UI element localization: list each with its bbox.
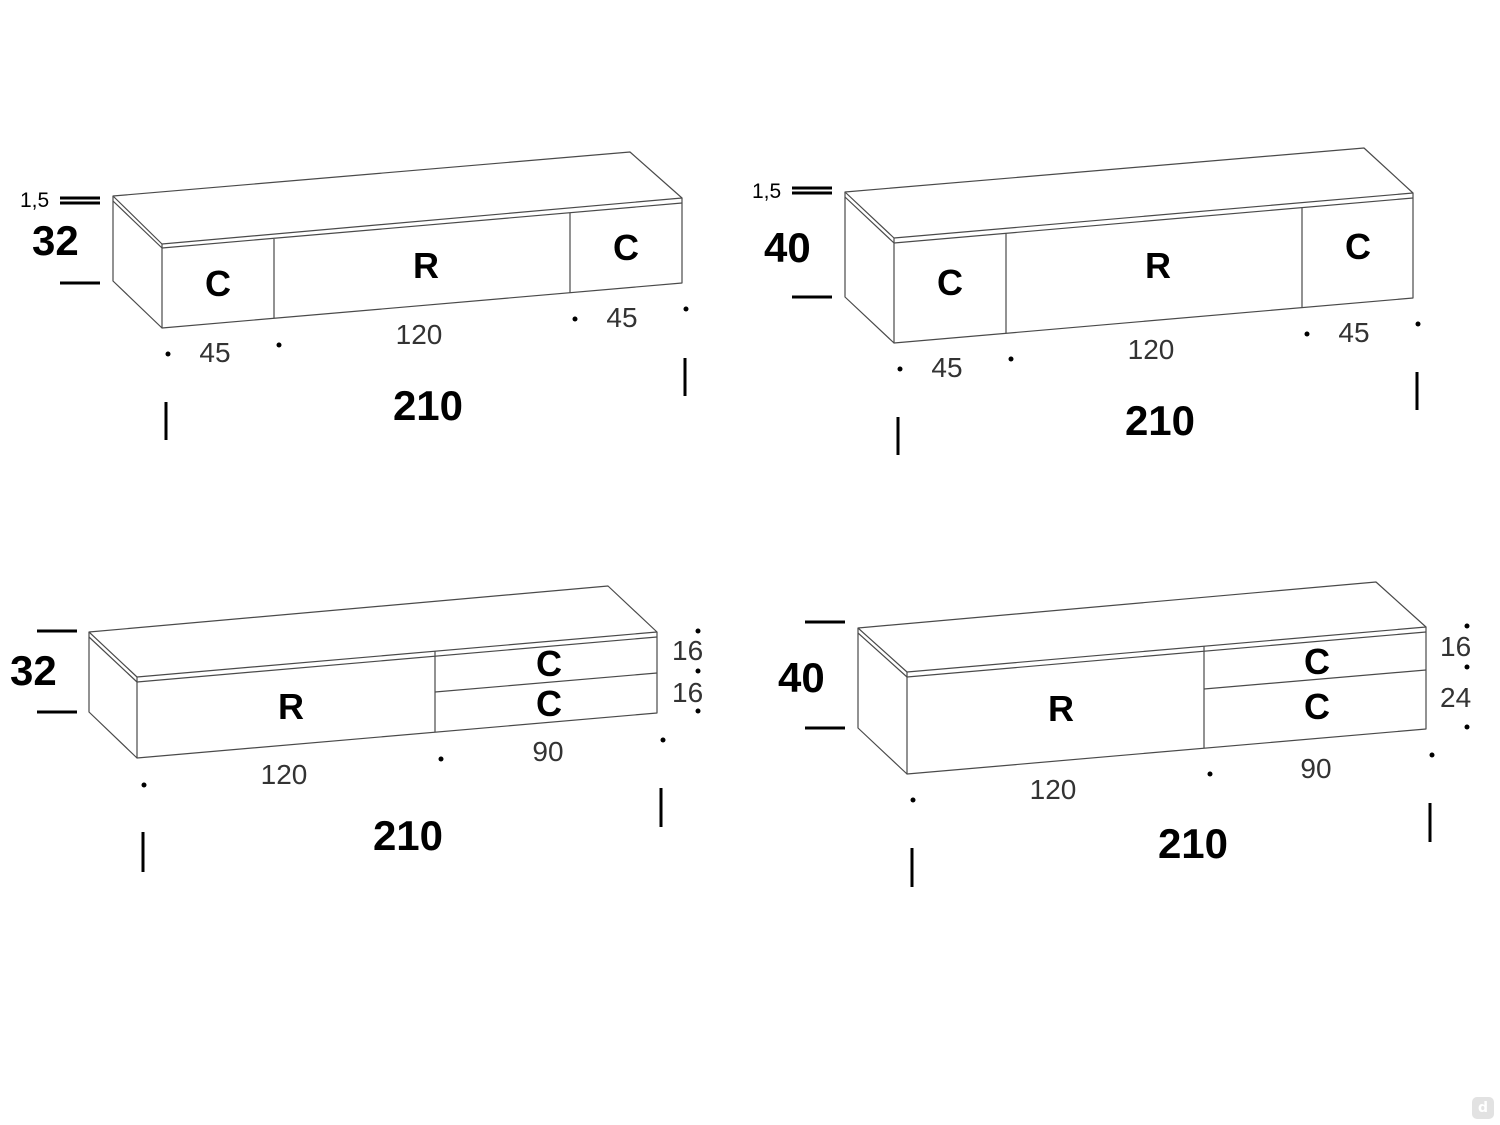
total-width-label: 210 bbox=[373, 812, 443, 859]
height-label: 40 bbox=[778, 654, 825, 701]
dimension-dot bbox=[1207, 771, 1213, 777]
cabinet-outline bbox=[88, 585, 658, 759]
total-width-label: 210 bbox=[393, 382, 463, 429]
dimension-dot bbox=[276, 342, 282, 348]
top-thickness-label: 1,5 bbox=[752, 180, 781, 203]
front-label: C bbox=[613, 227, 639, 268]
section-width-label: 120 bbox=[1030, 774, 1077, 805]
dimension-dot bbox=[1304, 331, 1310, 337]
drawer-height-label: 16 bbox=[672, 635, 703, 666]
dimension-dot bbox=[1429, 752, 1435, 758]
front-label: R bbox=[1048, 688, 1074, 729]
drawer-height-label: 24 bbox=[1440, 682, 1471, 713]
front-label: R bbox=[278, 686, 304, 727]
dimension-dot bbox=[572, 316, 578, 322]
dimension-dot bbox=[165, 351, 171, 357]
height-label: 32 bbox=[32, 217, 79, 264]
section-width-label: 120 bbox=[396, 319, 443, 350]
dimension-dot bbox=[695, 708, 701, 714]
cabinet-outline bbox=[857, 581, 1427, 775]
dimension-dot bbox=[1415, 321, 1421, 327]
dimension-dot bbox=[1464, 623, 1470, 629]
drawer-height-label: 16 bbox=[1440, 631, 1471, 662]
cabinet-diagram-top-right: 1,5 40 C R C 45 120 45 210 bbox=[752, 147, 1421, 455]
cabinet-outline bbox=[112, 151, 683, 329]
dimension-dot bbox=[695, 628, 701, 634]
dimension-dot bbox=[1464, 724, 1470, 730]
section-width-label: 45 bbox=[606, 302, 637, 333]
dimension-dot bbox=[1008, 356, 1014, 362]
cabinet-diagram-bottom-right: 40 R C C 16 24 120 90 210 bbox=[778, 581, 1471, 887]
front-label: R bbox=[413, 245, 439, 286]
height-label: 40 bbox=[764, 224, 811, 271]
drawer-height-label: 16 bbox=[672, 677, 703, 708]
dimension-dot bbox=[1464, 664, 1470, 670]
section-width-label: 120 bbox=[261, 759, 308, 790]
section-width-label: 120 bbox=[1128, 334, 1175, 365]
total-width-label: 210 bbox=[1125, 397, 1195, 444]
cabinet-diagram-top-left: 1,5 32 C R C 45 120 45 210 bbox=[20, 151, 689, 440]
section-width-label: 45 bbox=[199, 337, 230, 368]
cabinet-outline bbox=[844, 147, 1414, 344]
top-thickness-label: 1,5 bbox=[20, 189, 49, 212]
drawer-label: C bbox=[1304, 641, 1330, 682]
front-label: C bbox=[205, 263, 231, 304]
section-width-label: 45 bbox=[1338, 317, 1369, 348]
dimension-dot bbox=[695, 668, 701, 674]
front-label: C bbox=[937, 262, 963, 303]
total-width-label: 210 bbox=[1158, 820, 1228, 867]
dimension-dot bbox=[438, 756, 444, 762]
d-logo-icon: d bbox=[1472, 1097, 1494, 1119]
height-label: 32 bbox=[10, 647, 57, 694]
section-width-label: 90 bbox=[1300, 753, 1331, 784]
section-width-label: 90 bbox=[532, 736, 563, 767]
drawer-label: C bbox=[536, 683, 562, 724]
dimension-dot bbox=[141, 782, 147, 788]
front-label: C bbox=[1345, 226, 1371, 267]
dimension-dot bbox=[910, 797, 916, 803]
section-width-label: 45 bbox=[931, 352, 962, 383]
drawer-label: C bbox=[536, 643, 562, 684]
drawer-label: C bbox=[1304, 686, 1330, 727]
front-label: R bbox=[1145, 245, 1171, 286]
dimension-dot bbox=[683, 306, 689, 312]
cabinet-diagram-bottom-left: 32 R C C 16 16 120 90 210 bbox=[10, 585, 703, 872]
dimension-dot bbox=[660, 737, 666, 743]
dimension-dot bbox=[897, 366, 903, 372]
